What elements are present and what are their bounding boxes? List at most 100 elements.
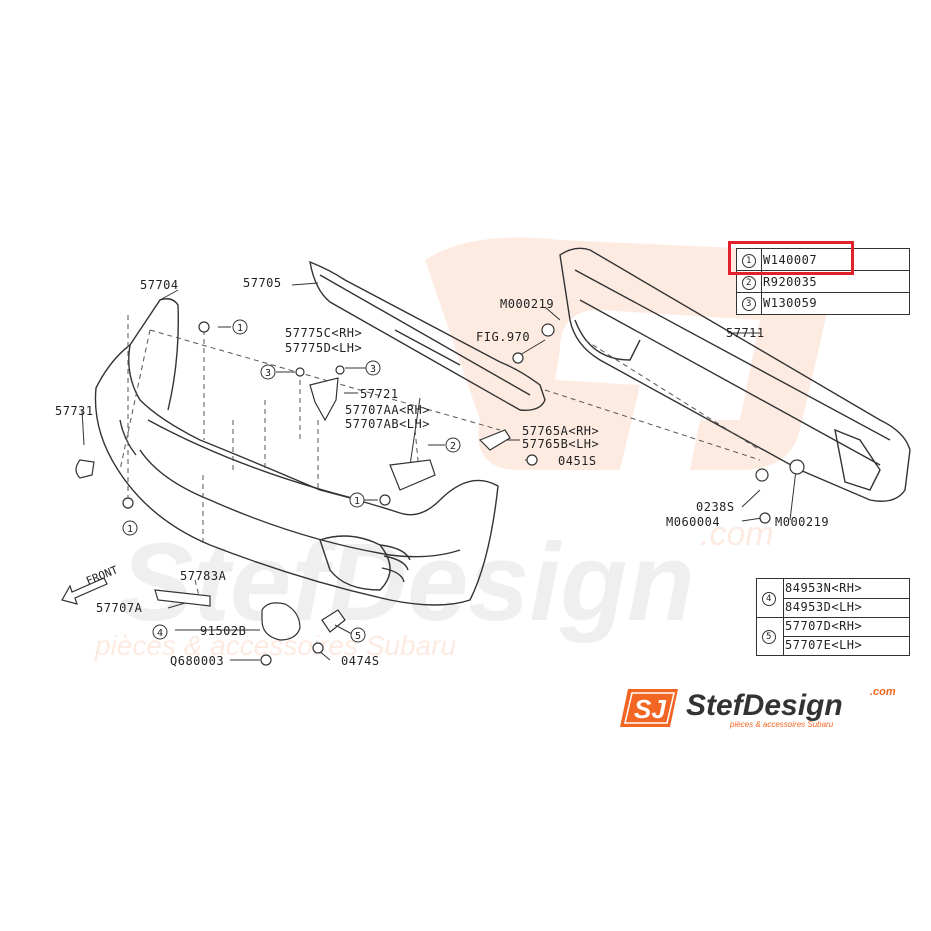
legend-bracket-4-num: 4	[757, 591, 783, 608]
callout-3-right: 3	[345, 360, 381, 376]
legend-bracket-5-rh: 57707D<RH>	[759, 619, 909, 636]
label-q680003: Q680003	[170, 654, 225, 668]
screw-0474s	[312, 642, 324, 654]
front-label: FRONT	[84, 563, 120, 588]
label-57707ab: 57707AB<LH>	[345, 417, 430, 431]
clip-57731	[75, 459, 95, 479]
bracket-57765	[478, 429, 511, 451]
callout-1-left: 1	[122, 520, 138, 536]
bracket-57707aa	[389, 459, 436, 491]
leader-lines	[119, 315, 761, 601]
logo-name: StefDesign	[686, 689, 843, 722]
label-57707aa: 57707AA<RH>	[345, 403, 430, 417]
label-57765b: 57765B<LH>	[522, 437, 600, 451]
label-57783a: 57783A	[180, 569, 227, 583]
bracket-57707a	[154, 589, 211, 607]
clip-w130059-b	[335, 365, 345, 375]
fig970-bolt	[512, 352, 524, 364]
logo-mark-text: SJ	[634, 694, 666, 724]
callouts: 1 1 1 2 3 3 4	[122, 319, 461, 643]
legend-row-1: 1 W140007	[737, 253, 909, 270]
clip-57707d	[321, 609, 346, 633]
callout-1-center: 1	[349, 492, 378, 508]
label-m060004: M060004	[666, 515, 721, 529]
watermark: StefDesign .com pièces & accessoires Sub…	[94, 237, 832, 661]
legend-bracket-5-lh: 57707E<LH>	[759, 638, 909, 655]
label-57711: 57711	[726, 326, 765, 340]
nut-0238s	[755, 468, 769, 482]
bolt-m000219-a	[541, 323, 555, 337]
label-57705: 57705	[243, 276, 282, 290]
label-m000219-top: M000219	[500, 297, 555, 311]
watermark-text: StefDesign	[120, 521, 695, 644]
legend-row-3: 3 W130059	[737, 296, 909, 313]
legend-bracket-4-lh-code: 84953D<LH>	[785, 600, 863, 614]
callout-5-text: 5	[355, 631, 361, 642]
callout-1-center-text: 1	[354, 496, 360, 507]
label-91502b: 91502B	[200, 624, 247, 638]
label-57707a: 57707A	[96, 601, 143, 615]
front-arrow	[61, 577, 108, 605]
legend-brackets-rule-a	[783, 598, 909, 599]
label-57765a: 57765A<RH>	[522, 424, 600, 438]
stefdesign-logo: SJ StefDesign .com pièces & accessoires …	[620, 686, 896, 729]
clip-w130059-a	[295, 367, 305, 377]
legend-bracket-4-lh: 84953D<LH>	[759, 600, 909, 617]
label-57721: 57721	[360, 387, 399, 401]
legend-row-1-num: 1	[742, 254, 756, 268]
label-57704: 57704	[140, 278, 179, 292]
callout-4: 4	[152, 624, 168, 640]
legend-clips: 1 W140007 2 R920035 3 W130059	[736, 248, 910, 315]
legend-row-3-code: W130059	[763, 296, 818, 310]
clip-w140007-b	[122, 497, 134, 509]
highlight-box-w140007	[728, 241, 854, 275]
legend-bracket-5-num: 5	[757, 629, 783, 646]
legend-clips-rule-1	[737, 270, 909, 271]
callout-1-top: 1	[218, 319, 248, 335]
small-parts	[75, 321, 805, 666]
label-57775d: 57775D<LH>	[285, 341, 363, 355]
callout-2-text: 2	[450, 441, 456, 452]
label-0474s: 0474S	[341, 654, 380, 668]
legend-clips-rule-2	[737, 292, 909, 293]
clip-w140007-a	[198, 321, 210, 333]
legend-row-3-num: 3	[742, 297, 756, 311]
screw-q680003	[260, 654, 272, 666]
callout-1-top-text: 1	[237, 323, 243, 334]
label-0451s: 0451S	[558, 454, 597, 468]
legend-bracket-4-circle: 4	[762, 592, 776, 606]
callout-5: 5	[334, 624, 366, 643]
legend-row-2-code: R920035	[763, 275, 818, 289]
callout-4-text: 4	[157, 628, 163, 639]
callout-2: 2	[428, 437, 461, 453]
label-57731: 57731	[55, 404, 94, 418]
upper-beam	[309, 260, 546, 411]
legend-bracket-4-rh: 84953N<RH>	[759, 581, 909, 598]
legend-row-2-num: 2	[742, 276, 756, 290]
legend-brackets-rule-mid	[757, 617, 909, 618]
legend-brackets: 4 84953N<RH> 84953D<LH> 5 57707D<RH> 577…	[756, 578, 910, 656]
callout-3-left-text: 3	[265, 368, 271, 379]
tow-cover-91502b	[261, 602, 301, 641]
bolt-m060004	[759, 512, 771, 524]
bolt-0451s	[526, 454, 538, 466]
label-m000219-bottom: M000219	[775, 515, 830, 529]
callout-3-left: 3	[260, 364, 295, 380]
logo-mark: SJ	[620, 689, 678, 727]
clip-w140007-c	[379, 494, 391, 506]
legend-row-2: 2 R920035	[737, 275, 909, 292]
callout-1-left-text: 1	[127, 524, 133, 535]
reinforcement-beam	[559, 247, 911, 502]
logo-suffix: .com	[870, 686, 896, 698]
bracket-57775	[309, 377, 339, 422]
callout-3-right-text: 3	[370, 364, 376, 375]
logo-tagline: pièces & accessoires Subaru	[729, 720, 834, 729]
legend-bracket-5-rh-code: 57707D<RH>	[785, 619, 863, 633]
legend-bracket-5-circle: 5	[762, 630, 776, 644]
label-fig970: FIG.970	[476, 330, 531, 344]
bolt-m000219-b	[789, 459, 805, 475]
label-57775c: 57775C<RH>	[285, 326, 363, 340]
label-0238s: 0238S	[696, 500, 735, 514]
legend-clips-divider	[761, 249, 762, 314]
